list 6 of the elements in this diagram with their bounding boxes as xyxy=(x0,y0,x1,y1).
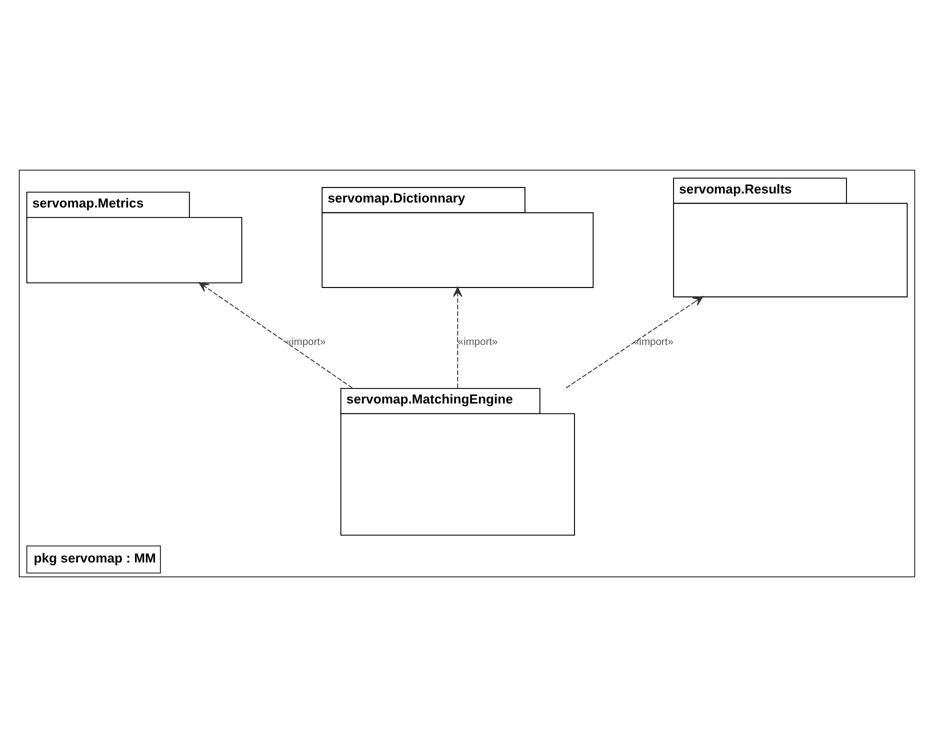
arrow xyxy=(566,296,704,388)
arrow xyxy=(198,282,353,388)
edge-label: «import» xyxy=(286,336,326,348)
arrow xyxy=(452,286,462,388)
edge-label: «import» xyxy=(633,336,674,348)
edge-label: «import» xyxy=(458,336,498,348)
